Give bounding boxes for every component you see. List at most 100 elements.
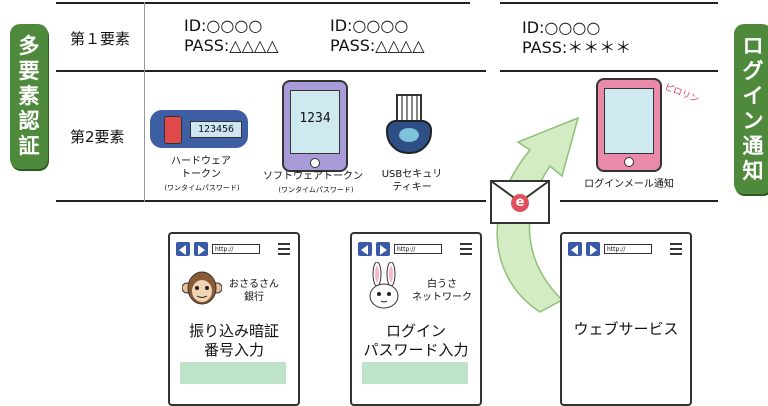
hardware-token-note: (ワンタイムパスワード) [164,184,240,192]
rabbit-icon [369,261,399,309]
bank-name: おさるさん 銀行 [224,278,284,304]
tag-char: 素 [18,84,40,108]
tag-char: 証 [18,134,40,158]
back-button[interactable] [358,242,372,256]
page-title: ログイン パスワード入力 [352,322,480,360]
title-line: 振り込み暗証 [188,322,279,340]
input-box[interactable] [362,362,468,384]
monkey-icon [181,271,223,305]
back-button[interactable] [568,242,582,256]
divider-row2-right [560,200,718,202]
back-arrow-icon [571,245,578,255]
software-token-label: ソフトウェアトークン [263,171,363,182]
tag-char: イ [742,84,764,108]
forward-arrow-icon [380,245,387,255]
usb-key-icon [386,94,434,158]
notification-arrow-icon [496,116,580,313]
hardware-token-label: ハードウェア トークン [148,155,254,181]
token-code: 1234 [299,111,331,126]
input-box[interactable] [180,362,286,384]
forward-button[interactable] [586,242,600,256]
monkey-logo [181,270,223,306]
label-line: トークン [181,169,221,180]
forward-button[interactable] [376,242,390,256]
title-line: パスワード入力 [363,341,469,359]
page-title: 振り込み暗証 番号入力 [170,322,298,360]
id-text: ID:○○○○ [184,16,263,35]
browser-bar: http:// [176,242,290,258]
url-field[interactable]: http:// [394,244,442,254]
service-line: 白うさ [427,279,457,290]
service-line: おさるさん [229,279,279,290]
url-field[interactable]: http:// [604,244,652,254]
pass-text: PASS:＊＊＊＊ [522,38,632,57]
bank-phone-screen: http:// おさるさん 銀行 振り込み暗証 番号入力 [168,232,300,406]
id-text: ID:○○○○ [522,18,601,37]
hardware-token-icon: 123456 [150,110,248,148]
tag-char: 要 [18,59,40,83]
tag-char: 通 [742,134,764,158]
forward-arrow-icon [590,245,597,255]
label-line: ハードウェア [171,156,231,167]
token-display: 123456 [190,121,242,138]
forward-arrow-icon [198,245,205,255]
service-line: ネットワーク [412,292,472,303]
rabbit-logo [366,261,402,310]
url-field[interactable]: http:// [212,244,260,254]
divider-row2-left [56,200,486,202]
forward-button[interactable] [194,242,208,256]
column-divider [144,2,145,202]
title-line: ログイン [385,322,446,340]
credential-1: ID:○○○○ PASS:△△△△ [184,16,279,56]
phone-screen [604,88,654,154]
software-token-note: (ワンタイムパスワード) [278,186,354,194]
tag-char: 多 [18,34,40,58]
token-red-button [164,116,182,144]
credential-2: ID:○○○○ PASS:△△△△ [330,16,425,56]
id-text: ID:○○○○ [330,16,409,35]
usb-connector [396,94,422,122]
label-line: ティキー [392,182,432,193]
menu-icon[interactable] [278,243,290,255]
envelope-seal: e [511,194,529,212]
back-arrow-icon [179,245,186,255]
network-name: 白うさ ネットワーク [408,278,476,304]
email-envelope-icon: e [490,180,550,224]
pass-text: PASS:△△△△ [330,36,425,55]
login-mail-label: ログインメール通知 [584,179,674,190]
multi-factor-auth-tag: 多 要 素 認 証 [10,24,48,169]
tag-char: グ [742,59,764,83]
divider-top [56,2,470,4]
back-arrow-icon [361,245,368,255]
sound-effect-text: ピロリン [662,82,701,106]
title-line: 番号入力 [203,341,264,359]
tag-char: ン [742,109,764,133]
credential-3: ID:○○○○ PASS:＊＊＊＊ [522,18,631,58]
login-mail-phone-icon [596,78,662,172]
network-phone-screen: http:// 白うさ ネットワーク ログイン パスワード入力 [350,232,482,406]
home-button [310,158,320,168]
usb-button [399,128,419,142]
pass-text: PASS:△△△△ [184,36,279,55]
menu-icon[interactable] [670,243,682,255]
software-token-phone-icon: 1234 [282,80,348,172]
usb-key-label: USBセキュリ ティキー [372,168,452,194]
tag-char: 知 [742,159,764,183]
divider-top-right [500,2,718,4]
menu-icon[interactable] [460,243,472,255]
home-button [624,157,634,167]
login-notification-tag: ロ グ イ ン 通 知 [734,24,768,194]
row2-label: 第2要素 [70,128,125,146]
tag-char: ロ [742,34,764,58]
back-button[interactable] [176,242,190,256]
web-service-phone-screen: http:// ウェブサービス [560,232,692,406]
phone-screen: 1234 [290,90,340,154]
divider-row1-right [500,70,718,72]
divider-row1-left [56,70,486,72]
arrow-path [496,116,580,313]
usb-body [386,120,432,154]
browser-bar: http:// [358,242,472,258]
row1-label: 第１要素 [70,30,131,48]
tag-char: 認 [18,109,40,133]
service-line: 銀行 [244,292,264,303]
